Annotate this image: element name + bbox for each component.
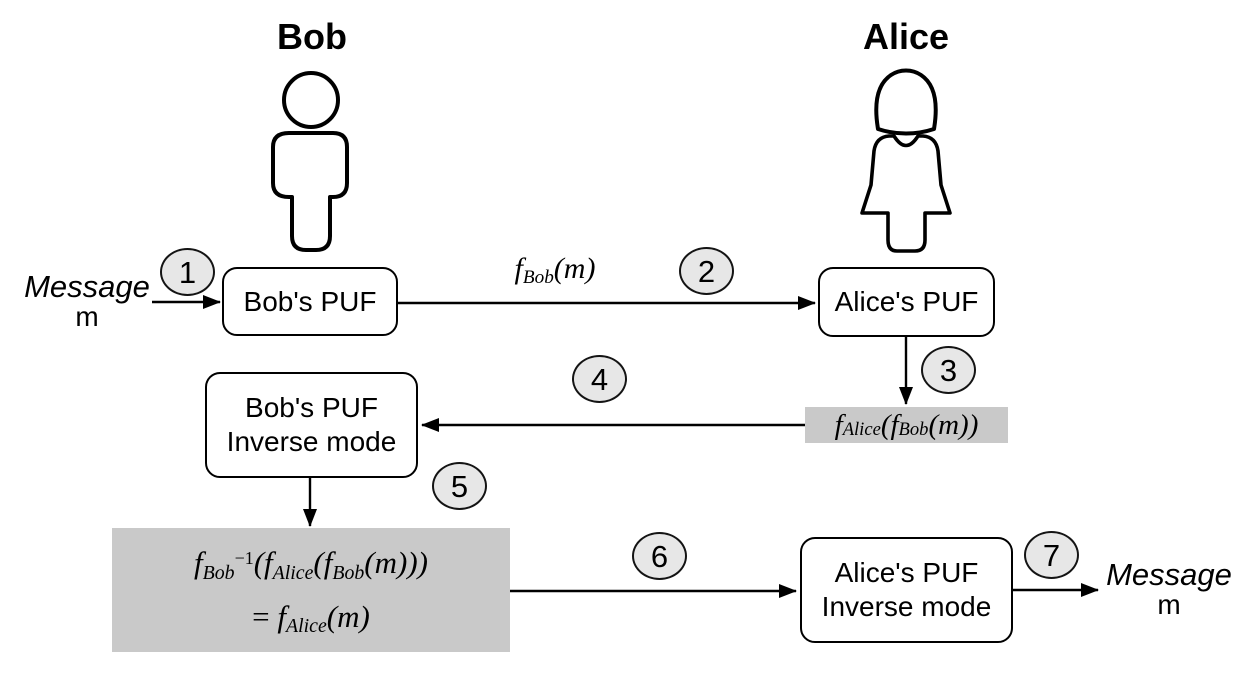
result-box: fBob−1(fAlice(fBob(m))) = fAlice(m): [112, 528, 510, 652]
step-number: 7: [1042, 537, 1061, 573]
math-token: Bob: [332, 561, 365, 584]
node-alice-puf-label: Alice's PUF: [834, 286, 979, 317]
math-token: f: [834, 408, 843, 441]
participant-title-bob: Bob: [277, 16, 347, 57]
math-token: f: [194, 545, 203, 581]
math-token: =: [252, 598, 270, 634]
node-bob-puf-inverse-line2: Inverse mode: [226, 426, 397, 457]
math-token: f: [514, 252, 523, 285]
step-number: 5: [450, 468, 469, 504]
math-token: f: [264, 545, 273, 581]
node-bob-puf-label: Bob's PUF: [243, 285, 377, 317]
step-badge-5: 5: [432, 462, 487, 510]
node-bob-puf: Bob's PUF: [222, 267, 398, 336]
step-number: 3: [939, 352, 958, 388]
node-alice-puf-inverse-line2: Inverse mode: [821, 591, 992, 622]
step-badge-6: 6: [632, 532, 687, 580]
message-input-symbol: m: [75, 301, 99, 332]
node-alice-puf-inverse-line1: Alice's PUF: [834, 557, 979, 588]
message-input: Message m: [16, 271, 158, 331]
step-badge-3: 3: [921, 346, 976, 394]
math-token: f: [890, 408, 899, 441]
step-number: 2: [697, 253, 716, 289]
female-person-icon: [860, 68, 952, 253]
step-badge-4: 4: [572, 355, 627, 403]
result-line1: fBob−1(fAlice(fBob(m))): [194, 545, 428, 584]
step-badge-2: 2: [679, 247, 734, 295]
step-badge-7: 7: [1024, 531, 1079, 579]
math-token: (: [880, 408, 891, 441]
math-token: (m)): [928, 408, 979, 441]
male-person-icon: [271, 71, 349, 252]
label-f-bob-m: fBob(m): [470, 252, 640, 289]
step-number: 1: [178, 254, 197, 290]
math-token: (m))): [364, 545, 428, 581]
message-output: Message m: [1098, 559, 1240, 619]
math-token: Alice: [286, 615, 327, 637]
math-token: (: [253, 545, 265, 581]
node-bob-puf-inverse: Bob's PUF Inverse mode: [205, 372, 418, 478]
math-token: Bob: [898, 419, 929, 440]
message-output-symbol: m: [1157, 589, 1181, 620]
math-token: f: [277, 598, 287, 634]
step-badge-1: 1: [160, 248, 215, 296]
math-token: (m): [326, 598, 370, 634]
step-number: 4: [590, 361, 609, 397]
message-input-word: Message: [24, 269, 150, 304]
node-bob-puf-inverse-line1: Bob's PUF: [245, 392, 378, 423]
node-alice-puf: Alice's PUF: [818, 267, 995, 337]
math-token: Alice: [272, 561, 314, 584]
message-output-word: Message: [1106, 557, 1232, 592]
math-token: f: [323, 545, 333, 581]
math-token: Alice: [842, 419, 881, 440]
math-token: −1: [234, 548, 254, 569]
node-alice-puf-inverse: Alice's PUF Inverse mode: [800, 537, 1013, 643]
math-token: (: [313, 545, 324, 581]
result-line2: = fAlice(m): [252, 598, 370, 637]
math-token: (m): [553, 252, 596, 285]
math-token: Bob: [522, 267, 554, 289]
math-token: Bob: [202, 561, 235, 584]
participant-title-alice: Alice: [862, 16, 950, 57]
step-number: 6: [650, 538, 669, 574]
